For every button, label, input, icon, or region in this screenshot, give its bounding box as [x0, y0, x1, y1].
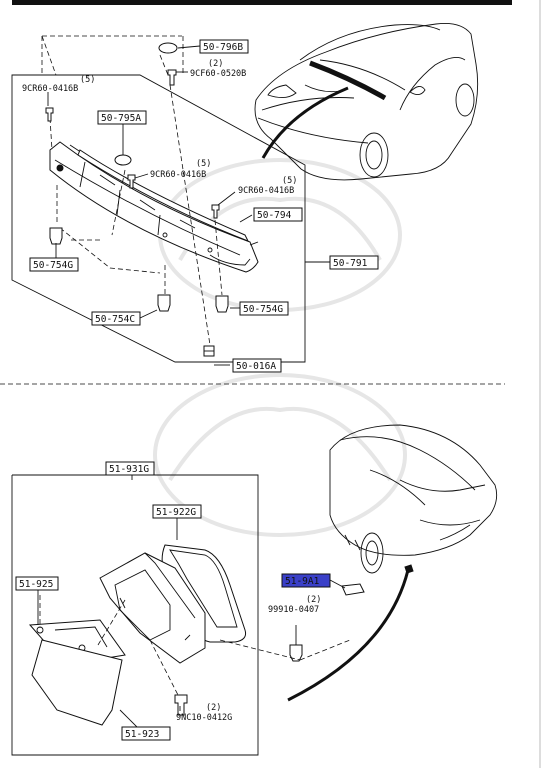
callout-50-754C-label: 50-754C: [95, 314, 135, 325]
callout-50-754G-left-label: 50-754G: [33, 260, 73, 271]
callout-51-931G-label: 51-931G: [109, 464, 149, 475]
plug-cap-icon: [158, 42, 178, 54]
cowl-strip-highlight: [309, 60, 387, 101]
label-9CR60-0416B-left[interactable]: 9CR60-0416B: [22, 84, 78, 94]
callout-51-923-label: 51-923: [125, 729, 159, 740]
top-border-bar: [12, 0, 512, 5]
callout-51-925[interactable]: 51-925: [15, 576, 59, 591]
qty-9CR60-0416B-mid: (5): [196, 159, 211, 169]
clip-lower-icon: [289, 644, 303, 662]
callout-50-795A[interactable]: 50-795A: [97, 110, 147, 125]
callout-50-794-label: 50-794: [257, 210, 292, 221]
callout-51-9A1[interactable]: 51-9A1: [281, 573, 331, 588]
callout-50-754G-right[interactable]: 50-754G: [239, 301, 289, 316]
callout-51-922G[interactable]: 51-922G: [152, 504, 202, 519]
pointer-curve-upper: [261, 86, 349, 159]
upper-callout-lines: [47, 45, 330, 366]
callout-51-923[interactable]: 51-923: [121, 726, 171, 741]
lower-leader-lines: [39, 595, 351, 696]
callout-50-016A-label: 50-016A: [236, 361, 276, 372]
qty-9NC10-0412G: (2): [206, 703, 221, 713]
bracket-9A1-icon: [341, 583, 365, 596]
callout-50-754G-left[interactable]: 50-754G: [29, 257, 79, 272]
upper-assembly-frame: [11, 74, 306, 363]
callout-50-016A[interactable]: 50-016A: [232, 358, 282, 373]
pointer-curve-lower: [287, 569, 410, 702]
callout-50-791-label: 50-791: [333, 258, 368, 269]
callout-51-922G-label: 51-922G: [156, 507, 196, 518]
label-9CR60-0416B-right[interactable]: 9CR60-0416B: [238, 186, 294, 196]
label-99910-0407[interactable]: 99910-0407: [268, 605, 319, 615]
lower-parts: [28, 544, 365, 726]
grommet-icon: [114, 154, 132, 166]
upper-dashed-outline: [41, 35, 184, 76]
lower-callout-lines: [37, 466, 346, 734]
label-9CR60-0416B-mid[interactable]: 9CR60-0416B: [150, 170, 206, 180]
callout-51-9A1-highlight: [281, 573, 331, 588]
upper-leader-lines: [49, 54, 223, 346]
clip-left-icon: [49, 227, 63, 245]
callout-50-796B-label: 50-796B: [203, 42, 243, 53]
qty-9CF60-0520B: (2): [208, 59, 223, 69]
car-rear-illustration: [287, 424, 498, 702]
clip-center-icon: [157, 294, 171, 312]
callout-51-9A1-label: 51-9A1: [285, 576, 320, 587]
qty-99910-0407: (2): [306, 595, 321, 605]
callout-50-794[interactable]: 50-794: [253, 207, 303, 222]
lower-assembly-frame: [11, 474, 259, 756]
car-front-illustration: [254, 23, 479, 181]
callout-50-754G-right-label: 50-754G: [243, 304, 283, 315]
qty-9CR60-0416B-left: (5): [80, 75, 95, 85]
callout-51-925-label: 51-925: [19, 579, 53, 590]
label-9NC10-0412G[interactable]: 9NC10-0412G: [176, 713, 232, 723]
upper-fasteners: [45, 42, 229, 357]
clip-right-icon: [215, 295, 229, 313]
callout-50-754C[interactable]: 50-754C: [91, 311, 141, 326]
callout-50-795A-label: 50-795A: [101, 113, 141, 124]
flap-part: [31, 639, 123, 726]
qty-9CR60-0416B-right: (5): [282, 176, 297, 186]
screw-right-icon: [211, 204, 220, 219]
clip-screw-icon: [167, 69, 177, 86]
label-9CF60-0520B[interactable]: 9CF60-0520B: [190, 69, 246, 79]
bolt-icon: [174, 694, 188, 716]
screw-mid-icon: [127, 174, 136, 189]
cowl-panel-assembly: [49, 141, 259, 273]
callout-50-791[interactable]: 50-791: [329, 255, 379, 270]
callout-51-931G[interactable]: 51-931G: [105, 461, 155, 476]
screw-left-icon: [45, 107, 54, 122]
callout-50-796B[interactable]: 50-796B: [199, 39, 249, 54]
